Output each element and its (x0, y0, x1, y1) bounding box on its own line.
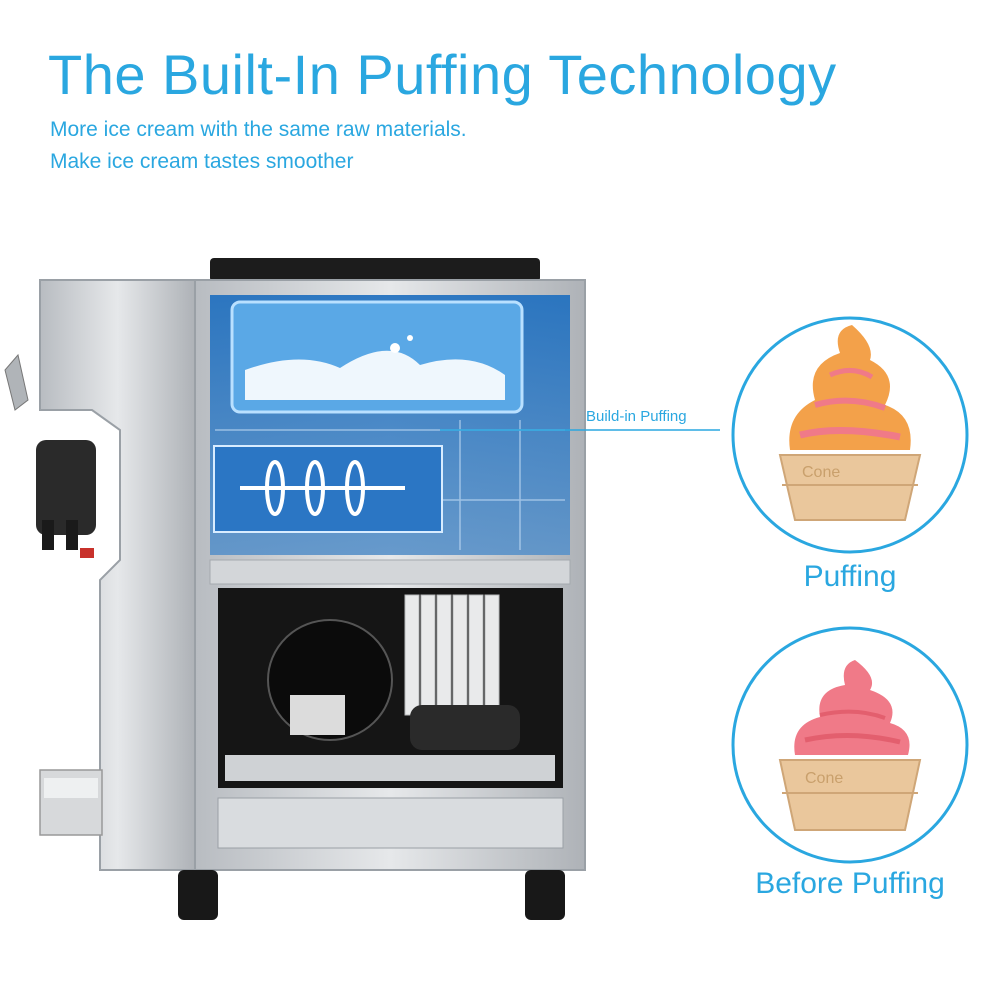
dispensing-lever (4, 353, 96, 558)
bottom-vent (217, 797, 564, 849)
puffing-comparison: Cone Puffing (720, 305, 980, 595)
before-puffing-comparison: Cone Before Puffing (720, 615, 980, 915)
build-in-puffing-label: Build-in Puffing (586, 408, 687, 425)
puffing-label: Puffing (803, 560, 897, 593)
subtitle-line-1: More ice cream with the same raw materia… (50, 118, 467, 141)
puffing-auger (240, 460, 405, 516)
compressor-compartment (218, 588, 563, 788)
before-puffing-ice-cream-image: Cone (731, 626, 969, 864)
puffed-cone-text: Cone (802, 464, 840, 481)
page-title: The Built-In Puffing Technology (48, 43, 837, 106)
before-puffing-label: Before Puffing (755, 867, 945, 900)
foot-left (178, 870, 218, 920)
transparent-upper-section (210, 295, 570, 555)
puffed-ice-cream-image: Cone (731, 316, 969, 554)
foot-right (525, 870, 565, 920)
drip-tray (39, 769, 103, 836)
ice-cream-machine-illustration (4, 258, 720, 920)
hopper-lid (210, 258, 540, 282)
subtitle-line-2: Make ice cream tastes smoother (50, 150, 354, 173)
before-puffing-cone-text: Cone (805, 770, 843, 787)
